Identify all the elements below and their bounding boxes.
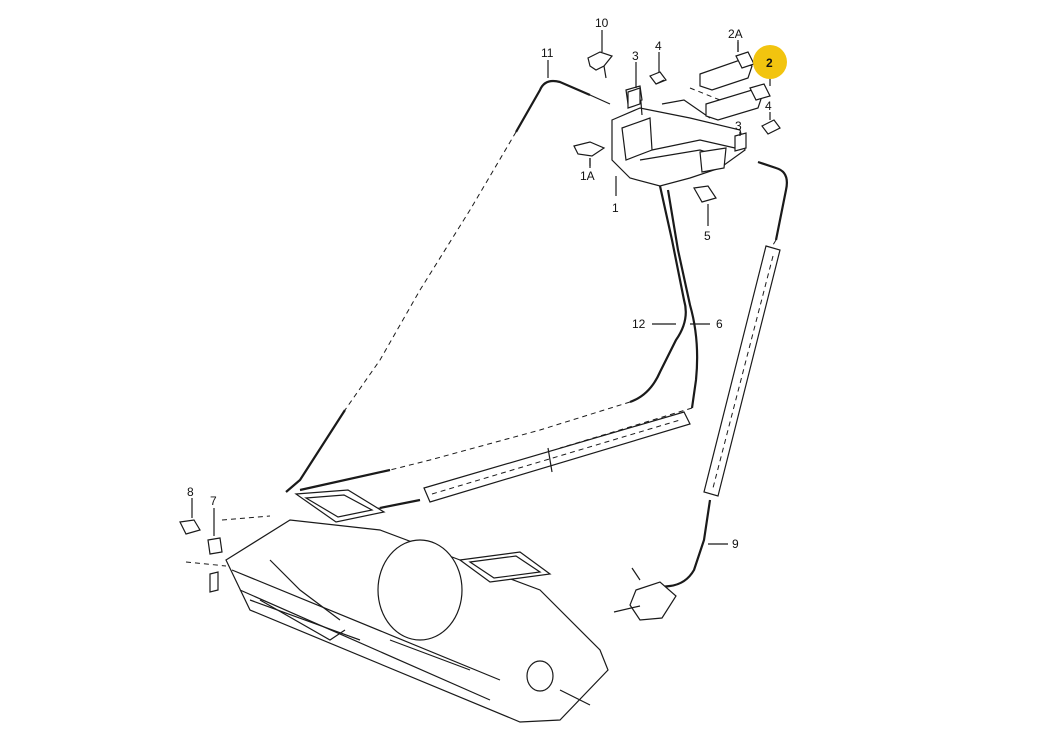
callout-2: 2	[766, 56, 773, 70]
knob-2A	[689, 40, 755, 101]
callout-8: 8	[187, 485, 194, 499]
callout-2A: 2A	[728, 27, 743, 41]
callout-3b: 3	[735, 119, 742, 133]
callout-2-highlight[interactable]: 2	[753, 45, 787, 79]
screw-4a	[649, 52, 667, 85]
clip-1A	[573, 141, 606, 168]
cable-12	[299, 185, 687, 492]
callout-1: 1	[612, 201, 619, 215]
callout-3a: 3	[632, 49, 639, 63]
callout-1A: 1A	[580, 169, 595, 183]
screw-4b	[761, 112, 781, 135]
callout-9: 9	[732, 537, 739, 551]
heater-box	[185, 489, 609, 723]
clip-10	[587, 30, 614, 79]
cable-9	[651, 160, 788, 590]
callout-11: 11	[541, 46, 554, 60]
screw-8	[179, 498, 201, 535]
clip-7	[207, 508, 223, 593]
cable-11	[285, 79, 611, 493]
screw-5	[693, 185, 717, 226]
callout-4a: 4	[655, 39, 662, 53]
highlight-badge	[753, 45, 787, 79]
duct-strip-right	[703, 245, 781, 497]
leaders	[547, 42, 741, 545]
callout-6: 6	[716, 317, 723, 331]
duct-strip-middle	[423, 411, 691, 503]
lever-9	[613, 567, 677, 621]
callout-5: 5	[704, 229, 711, 243]
callout-7: 7	[210, 494, 217, 508]
callout-10: 10	[595, 16, 609, 30]
callout-12: 12	[632, 317, 646, 331]
knob-2	[705, 76, 771, 121]
callout-4b: 4	[765, 99, 772, 113]
bracket-3a	[627, 62, 641, 109]
